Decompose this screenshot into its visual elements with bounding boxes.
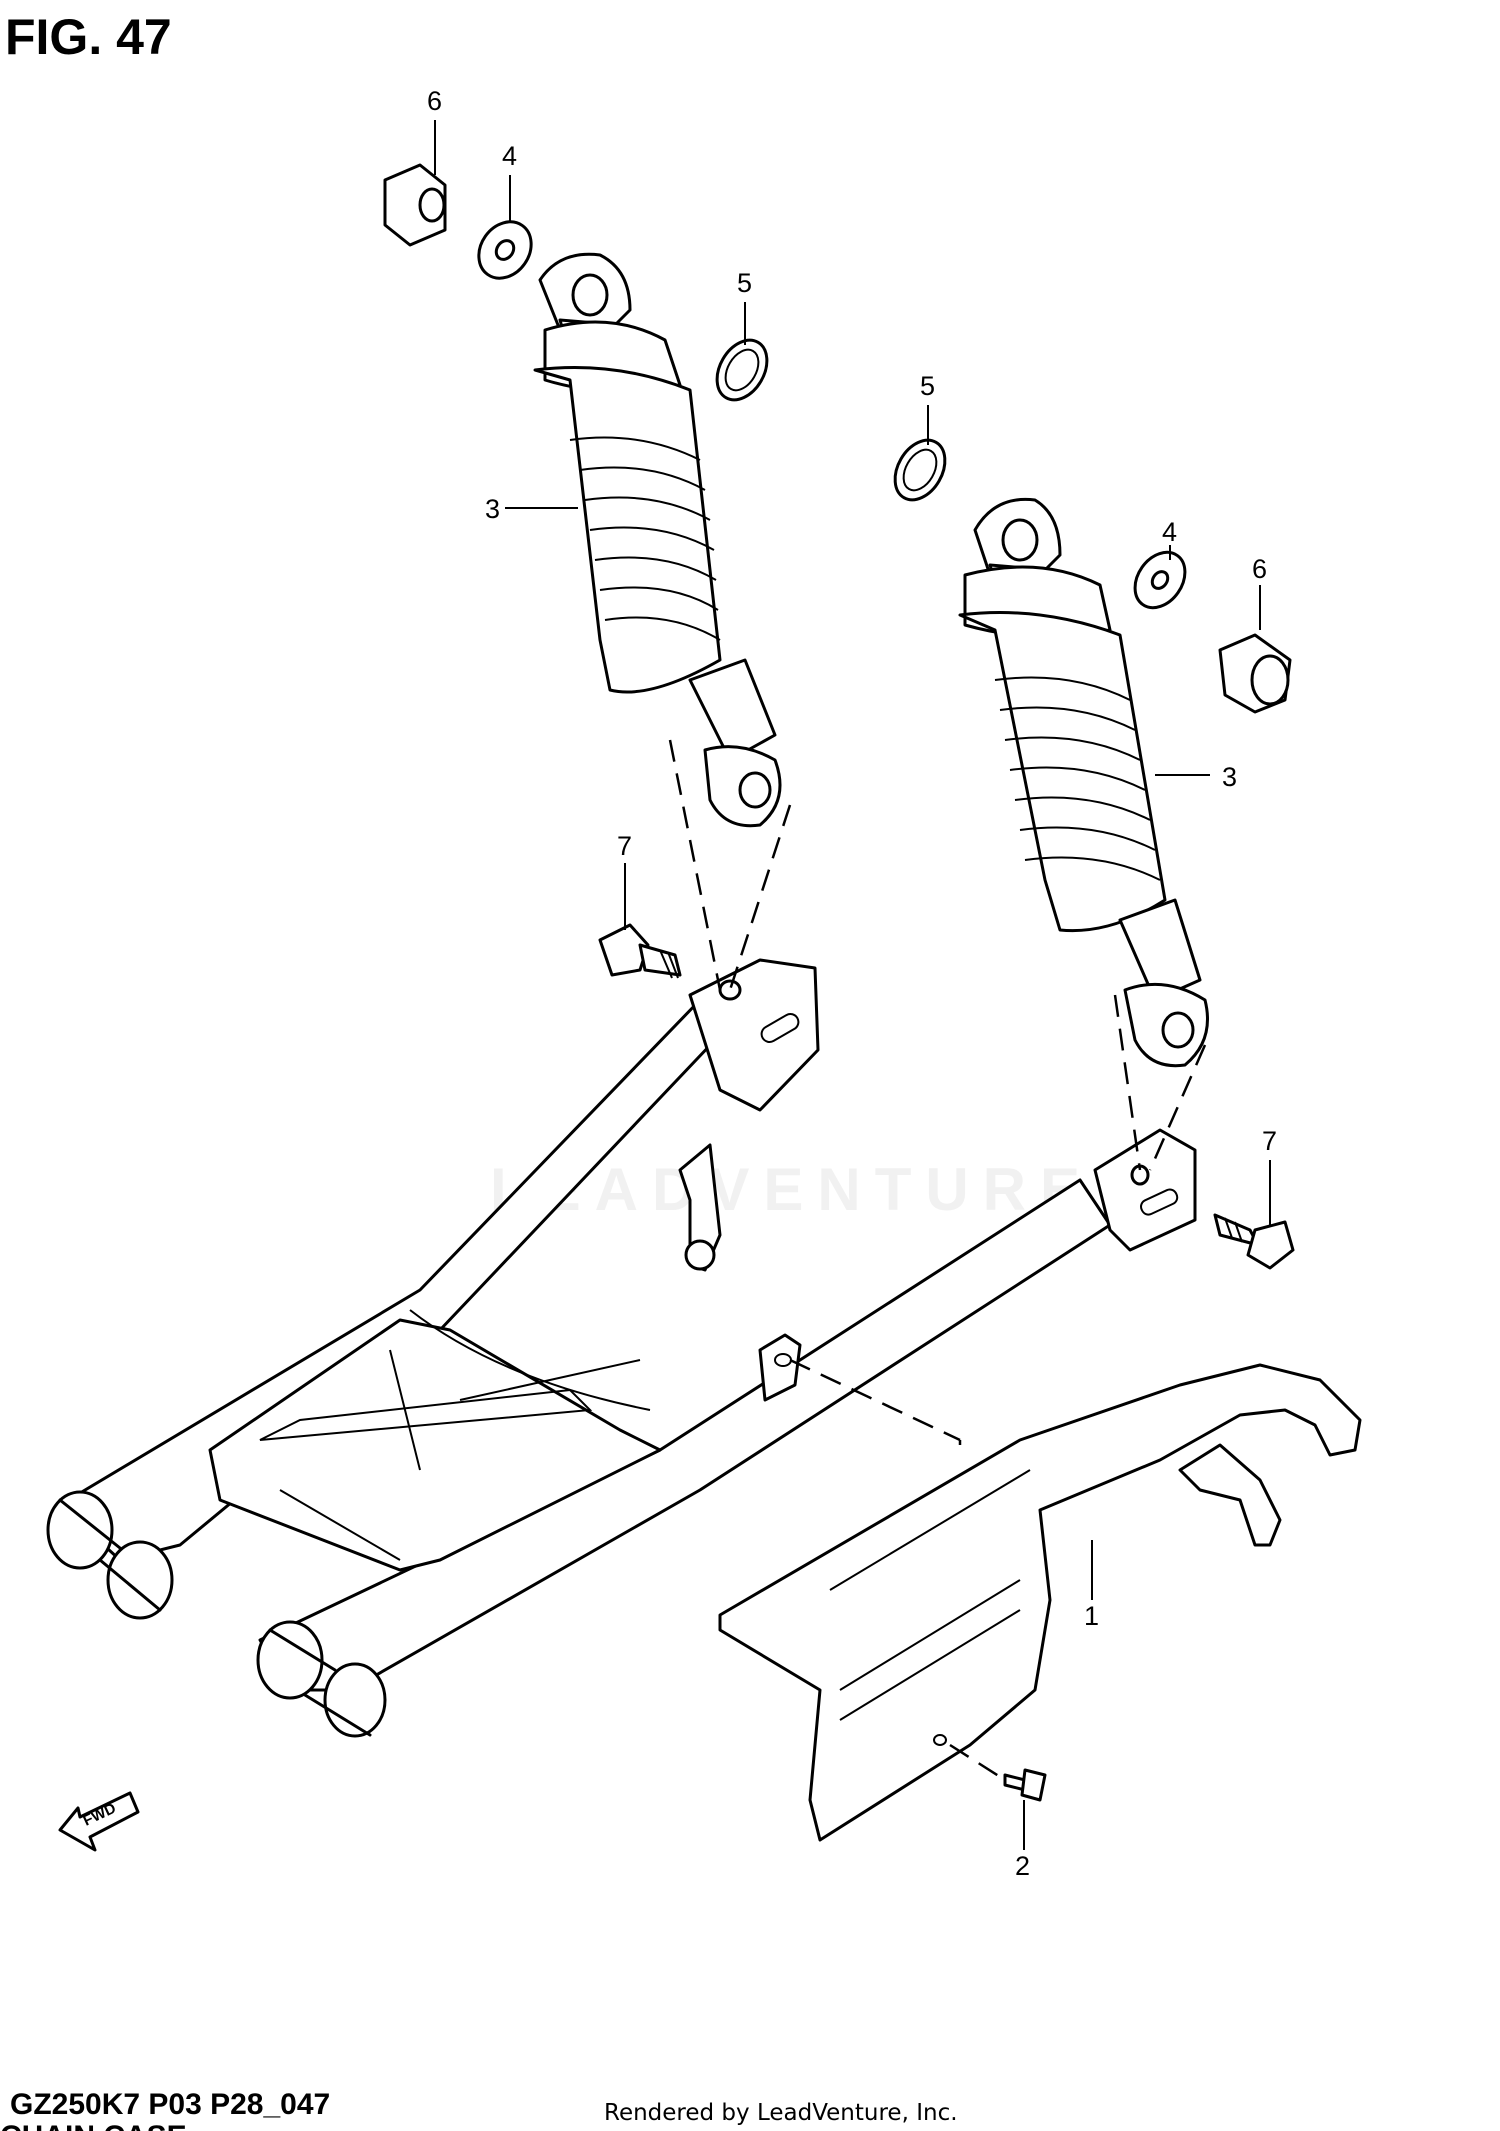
callout-6-right: 6 (1252, 554, 1267, 584)
fwd-arrow-icon (58, 1791, 140, 1852)
leader-lines (434, 120, 1271, 1850)
cap-nut-left (383, 163, 447, 247)
callout-1: 1 (1084, 1601, 1099, 1631)
rear-shock-left (533, 252, 782, 828)
diagram-caption: CHAIN CASE (0, 2122, 187, 2131)
hardware (58, 163, 1295, 1852)
assembly-lines (668, 739, 1207, 1782)
callout-labels: 6 4 5 3 5 4 6 3 7 7 1 2 FWD (81, 86, 1278, 1881)
rendered-by-text: Rendered by LeadVenture, Inc. (604, 2100, 958, 2126)
callout-7-left: 7 (617, 831, 632, 861)
callout-7-right: 7 (1262, 1126, 1277, 1156)
callout-5-left: 5 (737, 268, 752, 298)
callout-6-left: 6 (427, 86, 442, 116)
model-code: GZ250K7 P03 P28_047 (10, 2088, 331, 2121)
figure-title: FIG. 47 (5, 9, 172, 65)
callout-3-right: 3 (1222, 762, 1237, 792)
callout-3-left: 3 (485, 494, 500, 524)
callout-4-left: 4 (502, 141, 517, 171)
chain-case (718, 1363, 1362, 1842)
rear-shock-right (958, 497, 1209, 1068)
swingarm (46, 958, 1197, 1738)
callout-4-right: 4 (1162, 517, 1177, 547)
callout-5-right: 5 (920, 371, 935, 401)
callout-2: 2 (1015, 1851, 1030, 1881)
